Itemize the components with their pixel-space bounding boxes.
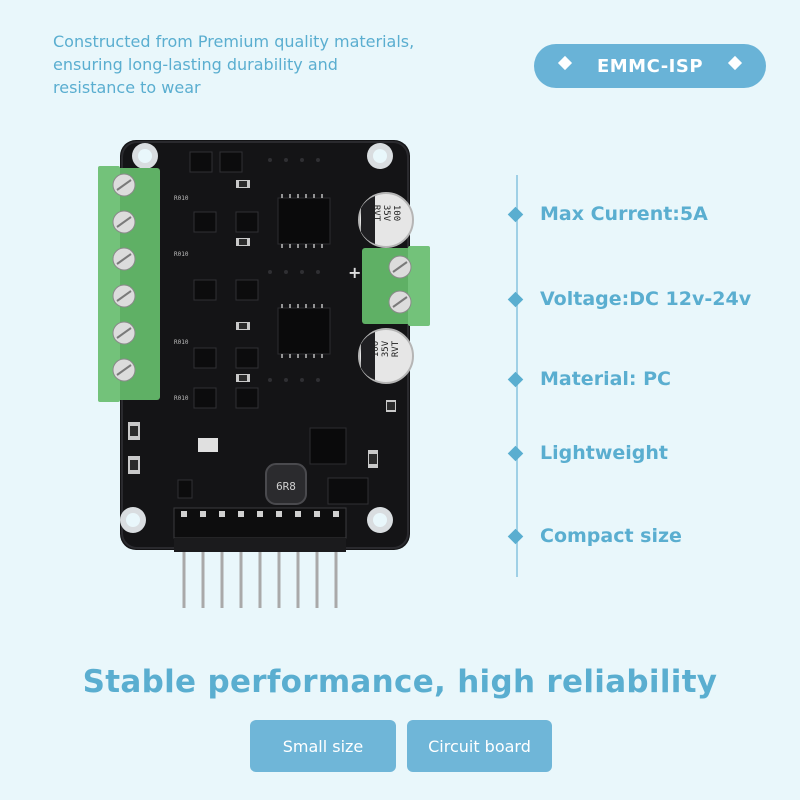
cap1-line: 100 [391, 204, 401, 222]
cap1-line: 35V [381, 204, 391, 222]
capacitor-1-label: 100 35V RVT [371, 204, 401, 222]
cap1-line: RVT [371, 204, 381, 222]
capacitor-1 [358, 192, 414, 248]
circuit-board-image: 100 35V RVT 100 35V RVT + [90, 130, 450, 620]
badge-label: EMMC-ISP [596, 55, 704, 77]
intro-line-2: ensuring long-lasting durability and [53, 55, 338, 74]
left-terminal-block [98, 166, 160, 402]
diamond-icon [507, 528, 524, 544]
mosfets [189, 151, 259, 409]
pin-header [173, 507, 347, 552]
capacitor-2 [358, 328, 414, 384]
diamond-icon [507, 291, 524, 307]
cap2-line: RVT [391, 340, 401, 358]
diamond-icon [507, 371, 524, 387]
cap2-line: 35V [381, 340, 391, 358]
product-badge: EMMC-ISP [534, 44, 766, 88]
intro-line-1: Constructed from Premium quality materia… [53, 32, 415, 51]
inductor-label: 6R8 [276, 480, 296, 493]
plus-marker: + [348, 263, 361, 282]
feature-label: Lightweight [540, 442, 668, 464]
feature-item: Voltage:DC 12v-24v [507, 288, 752, 310]
feature-label: Compact size [540, 525, 682, 547]
resistor-mark: R010 [174, 395, 189, 402]
feature-label: Max Current:5A [540, 203, 708, 225]
feature-item: Max Current:5A [507, 203, 708, 225]
circuit-board-button[interactable]: Circuit board [407, 720, 552, 772]
feature-item: Compact size [507, 525, 682, 547]
feature-label: Voltage:DC 12v-24v [540, 288, 752, 310]
diamond-icon [507, 206, 524, 222]
small-size-button[interactable]: Small size [250, 720, 396, 772]
intro-text: Constructed from Premium quality materia… [53, 30, 473, 99]
intro-line-3: resistance to wear [53, 78, 201, 97]
mounting-holes [120, 143, 393, 533]
circuit-board-svg: 100 35V RVT 100 35V RVT + [98, 140, 430, 608]
right-terminal-block [362, 246, 430, 326]
diamond-icon [727, 55, 743, 71]
diamond-icon [507, 445, 524, 461]
smd-components [128, 180, 396, 505]
inductor: 6R8 [265, 463, 307, 505]
diamond-icon [557, 55, 573, 71]
ic-chips [277, 197, 347, 465]
resistor-mark: R010 [174, 339, 189, 346]
feature-label: Material: PC [540, 368, 671, 390]
feature-item: Lightweight [507, 442, 668, 464]
capacitor-2-label: 100 35V RVT [371, 340, 401, 358]
feature-item: Material: PC [507, 368, 671, 390]
ic-legs [281, 194, 323, 358]
resistor-marks: R010 R010 R010 R010 [174, 195, 189, 402]
pcb-vias [268, 158, 320, 382]
cap2-line: 100 [371, 340, 381, 358]
headline: Stable performance, high reliability [82, 664, 718, 700]
resistor-mark: R010 [174, 195, 189, 202]
resistor-mark: R010 [174, 251, 189, 258]
